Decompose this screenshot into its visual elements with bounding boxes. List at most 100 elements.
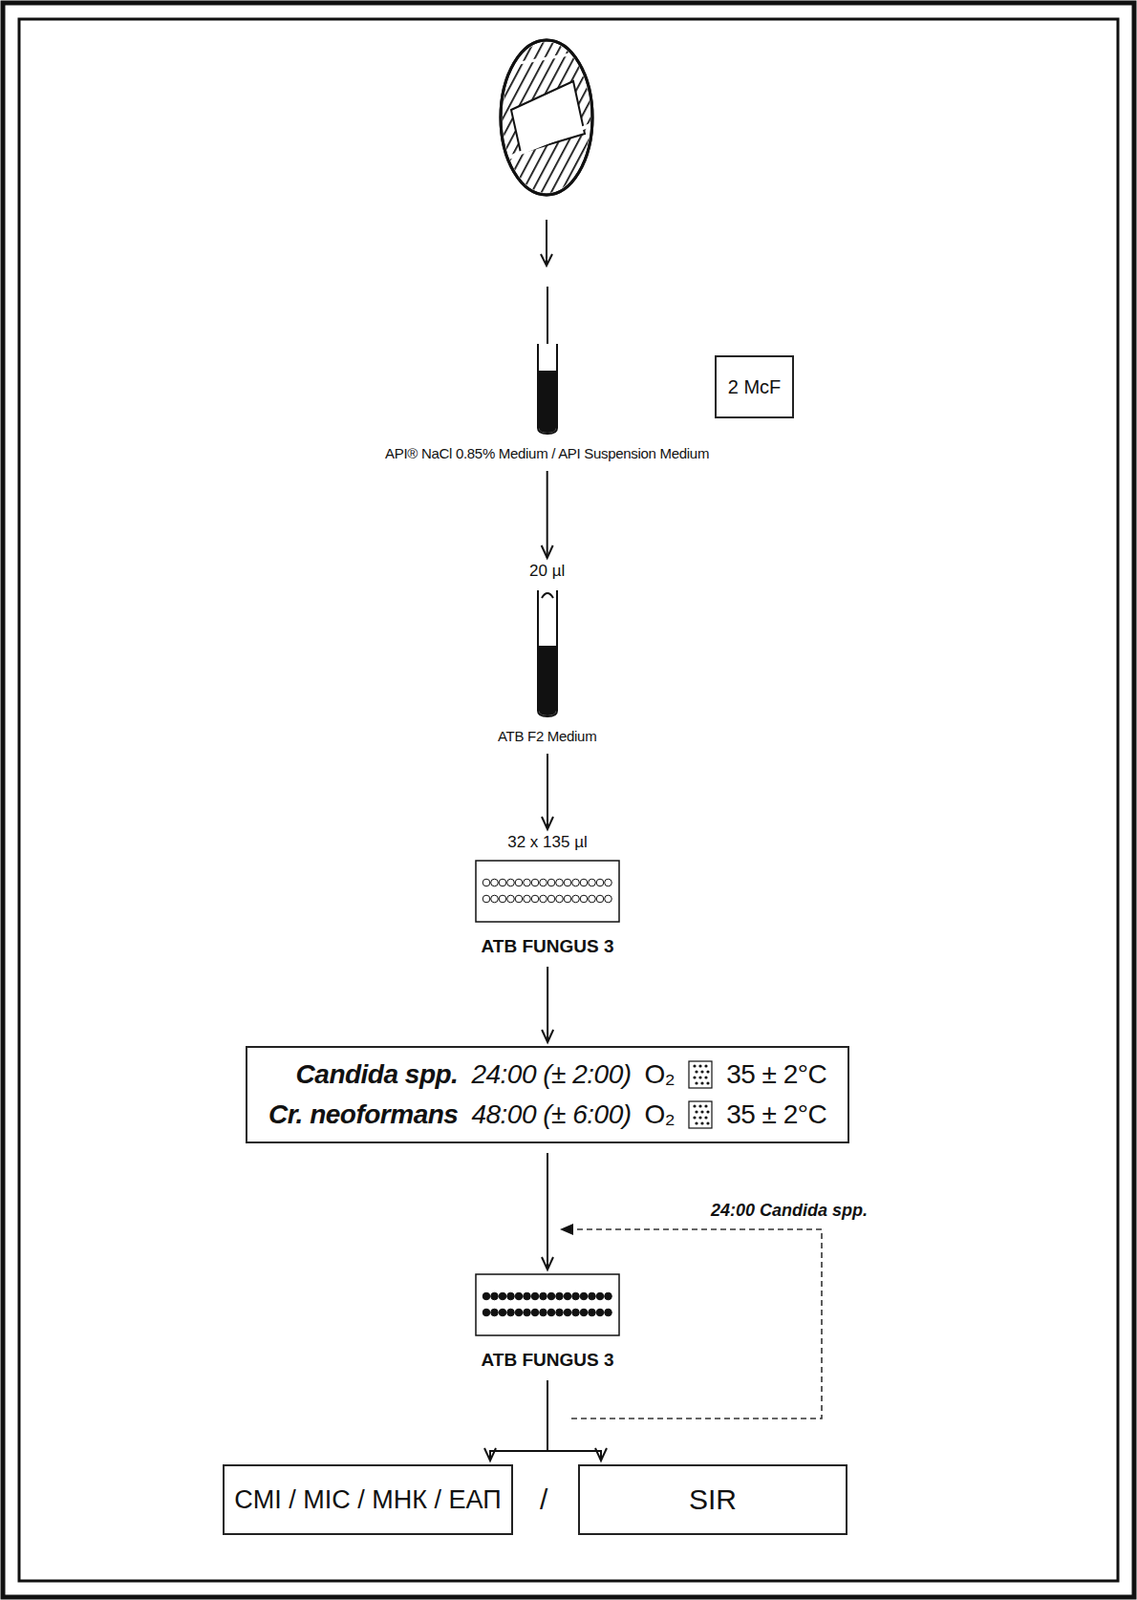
icon-dot — [707, 1081, 710, 1085]
icon-dot — [699, 1075, 703, 1079]
well — [491, 879, 499, 887]
well — [563, 879, 572, 887]
well — [498, 895, 507, 903]
well — [531, 1292, 539, 1301]
icon-dot — [707, 1110, 710, 1114]
icon-dot — [705, 1075, 708, 1079]
well — [498, 1308, 507, 1317]
well — [514, 1308, 523, 1317]
well — [572, 1292, 580, 1301]
tube-node: 20 µlATB F2 Medium — [497, 561, 597, 745]
connector-line — [490, 1380, 548, 1461]
well — [482, 895, 491, 903]
well — [596, 879, 604, 887]
strip-outline — [475, 1274, 620, 1336]
well — [539, 1292, 548, 1301]
well — [482, 1308, 491, 1317]
well — [498, 1292, 507, 1301]
well — [604, 1308, 613, 1317]
arrow-head — [541, 816, 554, 830]
icon-dot — [693, 1104, 697, 1108]
well — [507, 1292, 515, 1301]
connector-line — [547, 1380, 601, 1461]
well — [588, 895, 597, 903]
test-strip — [474, 859, 621, 923]
test-tube — [533, 286, 562, 436]
well — [491, 895, 499, 903]
well — [491, 1308, 499, 1317]
icon-dot — [699, 1115, 703, 1119]
icon-dot — [695, 1070, 699, 1073]
well — [556, 895, 564, 903]
well — [514, 1292, 523, 1301]
well — [556, 879, 564, 887]
well — [539, 879, 548, 887]
icon-dot — [695, 1110, 699, 1114]
tube-cap — [541, 593, 554, 599]
icon-dot — [701, 1070, 705, 1073]
strip-outline — [475, 860, 620, 923]
volume-label: 32 x 135 µl — [507, 833, 588, 853]
incubation-text: O₂ — [644, 1099, 676, 1131]
tube-outline — [537, 343, 558, 434]
connector-line — [546, 966, 549, 1043]
well — [579, 895, 588, 903]
icon-dot — [693, 1115, 697, 1119]
well — [531, 895, 539, 903]
icon-dot — [701, 1121, 705, 1125]
icon-dot — [693, 1064, 697, 1068]
well — [523, 895, 532, 903]
well — [547, 1292, 556, 1301]
separator-slash: / — [539, 1483, 548, 1517]
icon-dot — [707, 1121, 710, 1125]
flow-connector — [541, 753, 554, 830]
flow-arrow — [540, 219, 553, 266]
flow-connector — [541, 471, 554, 558]
connector-line — [546, 1153, 549, 1270]
well — [563, 1308, 572, 1317]
flow-connector — [541, 966, 554, 1043]
strip-node: ATB FUNGUS 3 — [474, 1273, 621, 1372]
box-text: SIR — [688, 1483, 737, 1517]
well — [547, 1308, 556, 1317]
flow-connector — [484, 1380, 548, 1461]
well — [604, 879, 613, 887]
well — [556, 1292, 564, 1301]
well — [531, 1308, 539, 1317]
well — [563, 895, 572, 903]
well — [491, 1292, 499, 1301]
icon-dot — [705, 1064, 708, 1068]
well — [498, 879, 507, 887]
well — [531, 879, 539, 887]
well — [539, 895, 548, 903]
well — [596, 895, 604, 903]
result-box: SIR — [578, 1464, 848, 1536]
volume-label: 20 µl — [529, 561, 565, 581]
well — [547, 895, 556, 903]
inner-frame — [19, 19, 1118, 1582]
incubation-text: 35 ± 2°C — [726, 1059, 827, 1091]
well — [563, 1292, 572, 1301]
well — [579, 1308, 588, 1317]
incubation-text: 48:00 (± 6:00) — [471, 1099, 631, 1131]
well — [523, 1308, 532, 1317]
icon-dot — [705, 1104, 708, 1108]
well — [588, 879, 597, 887]
arrow-head — [484, 1448, 496, 1461]
icon-dot — [707, 1070, 710, 1073]
well — [572, 879, 580, 887]
well — [523, 1292, 532, 1301]
icon-dot — [701, 1110, 705, 1114]
medium-label: ATB FUNGUS 3 — [481, 1350, 615, 1372]
icon-dot — [705, 1115, 708, 1119]
well — [523, 879, 532, 887]
icon-frame — [688, 1101, 712, 1129]
medium-label: ATB FUNGUS 3 — [481, 936, 615, 958]
well — [507, 895, 515, 903]
box-text: CMI / MIC / МНК / ЕАП — [234, 1485, 501, 1516]
tube-outline — [537, 590, 558, 717]
incubation-text: 35 ± 2°C — [726, 1099, 827, 1131]
incubation-text: Cr. neoformans — [268, 1099, 458, 1131]
medium-label: API® NaCl 0.85% Medium / API Suspension … — [385, 445, 709, 462]
